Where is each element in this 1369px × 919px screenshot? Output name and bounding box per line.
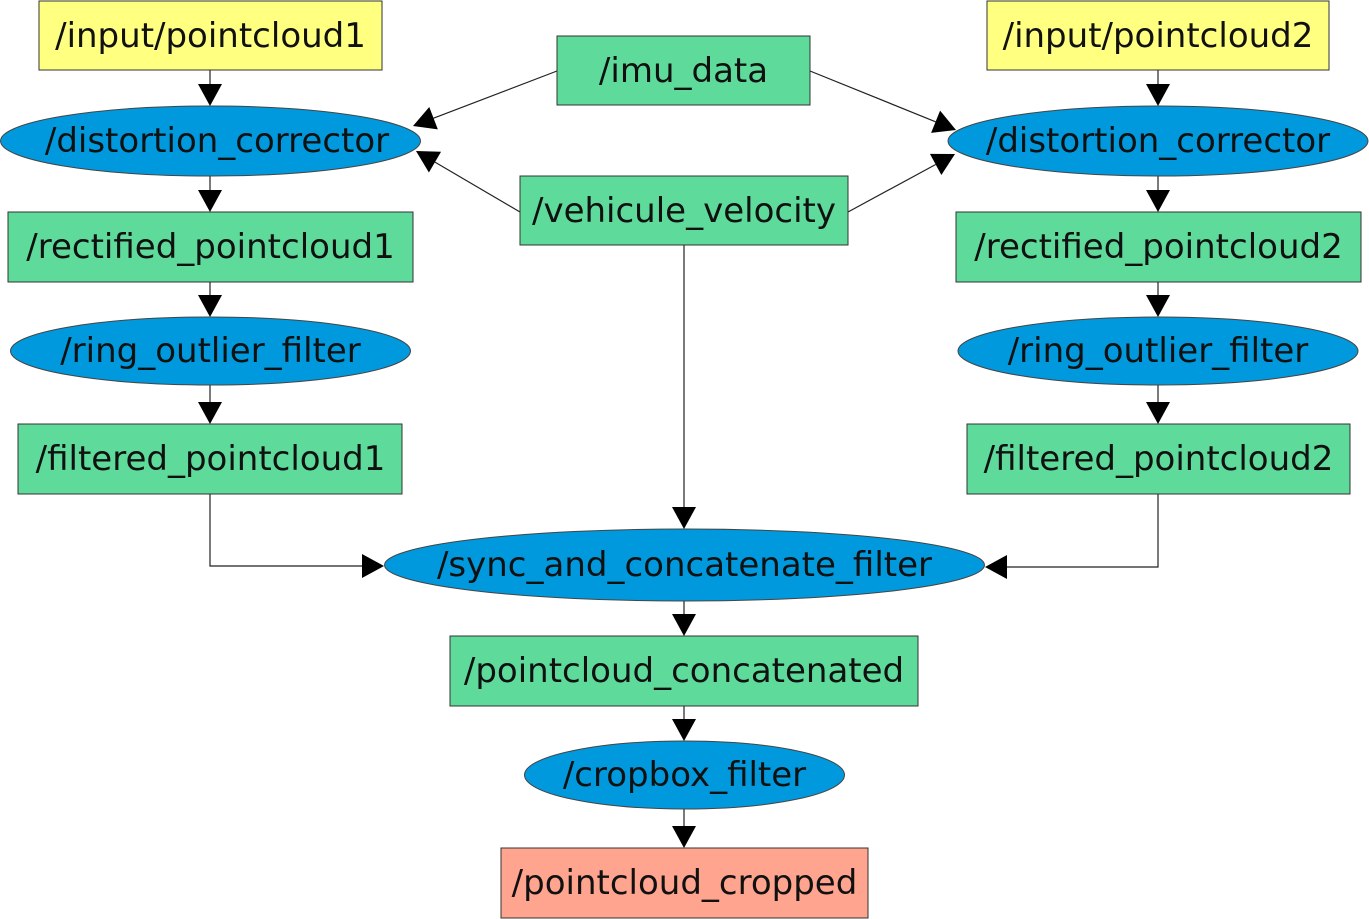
node-label: /sync_and_concatenate_filter: [437, 545, 932, 585]
arrowhead-icon: [672, 614, 696, 636]
arrowhead-icon: [416, 151, 442, 173]
arrowhead-icon: [931, 110, 956, 133]
node-label: /filtered_pointcloud2: [984, 439, 1334, 479]
node-label: /pointcloud_concatenated: [464, 651, 904, 691]
node-label: /imu_data: [599, 51, 768, 91]
arrowhead-icon: [1146, 295, 1170, 317]
arrowhead-icon: [198, 295, 222, 317]
node-filtered-pointcloud2: /filtered_pointcloud2: [966, 423, 1351, 495]
arrowhead-icon: [672, 719, 696, 741]
node-pointcloud-cropped: /pointcloud_cropped: [500, 847, 869, 919]
node-imu-data: /imu_data: [556, 35, 811, 106]
node-label: /rectified_pointcloud1: [26, 227, 394, 267]
node-distortion-corrector-1: /distortion_corrector: [0, 105, 421, 177]
node-input-pointcloud2: /input/pointcloud2: [986, 0, 1330, 71]
edge-filtered_pc1-to-sync_concat: [209, 494, 384, 578]
node-label: /pointcloud_cropped: [512, 863, 858, 903]
edge-filtered_pc2-to-sync_concat: [985, 494, 1159, 579]
node-rectified-pointcloud2: /rectified_pointcloud2: [955, 211, 1362, 283]
node-label: /cropbox_filter: [563, 755, 806, 795]
edge-line: [209, 494, 362, 567]
arrowhead-icon: [362, 554, 384, 578]
edge-ring_outlier_2-to-filtered_pc2: [1146, 385, 1170, 424]
arrowhead-icon: [1146, 402, 1170, 424]
node-label: /input/pointcloud2: [1003, 16, 1314, 56]
node-rectified-pointcloud1: /rectified_pointcloud1: [7, 211, 414, 283]
edge-line: [809, 70, 936, 123]
arrowhead-icon: [198, 84, 222, 106]
edge-line: [433, 70, 558, 119]
node-label: /distortion_corrector: [986, 121, 1330, 161]
node-pointcloud-concatenated: /pointcloud_concatenated: [449, 635, 919, 707]
edge-vehicle_velocity-to-sync_concat: [672, 245, 696, 529]
edge-imu_data-to-distortion_corrector_2: [809, 70, 956, 133]
arrowhead-icon: [1146, 84, 1170, 106]
edge-rectified_pc2-to-ring_outlier_2: [1146, 282, 1170, 317]
node-distortion-corrector-2: /distortion_corrector: [947, 105, 1369, 177]
edge-vehicle_velocity-to-distortion_corrector_2: [847, 153, 955, 213]
node-ring-outlier-filter-1: /ring_outlier_filter: [10, 316, 411, 386]
edge-ring_outlier_1-to-filtered_pc1: [198, 385, 222, 424]
node-label: /ring_outlier_filter: [60, 331, 361, 371]
edge-distortion_corrector_2-to-rectified_pc2: [1146, 176, 1170, 212]
arrowhead-icon: [1146, 190, 1170, 212]
node-label: /input/pointcloud1: [55, 16, 366, 56]
node-ring-outlier-filter-2: /ring_outlier_filter: [957, 316, 1359, 386]
edge-line: [1007, 494, 1159, 568]
edge-pc_concatenated-to-cropbox: [672, 706, 696, 741]
edge-vehicle_velocity-to-distortion_corrector_1: [416, 151, 521, 213]
node-label: /distortion_corrector: [45, 121, 389, 161]
edge-cropbox-to-pc_cropped: [672, 809, 696, 848]
node-cropbox-filter: /cropbox_filter: [524, 740, 845, 810]
edges-layer: [198, 70, 1170, 848]
node-label: /rectified_pointcloud2: [974, 227, 1342, 267]
edge-line: [847, 163, 936, 213]
edge-input_pc1-to-distortion_corrector_1: [198, 70, 222, 106]
arrowhead-icon: [929, 153, 955, 176]
node-input-pointcloud1: /input/pointcloud1: [38, 0, 383, 71]
arrowhead-icon: [413, 106, 438, 130]
edge-input_pc2-to-distortion_corrector_2: [1146, 70, 1170, 106]
node-label: /vehicule_velocity: [532, 191, 836, 231]
node-filtered-pointcloud1: /filtered_pointcloud1: [17, 423, 403, 495]
edge-sync_concat-to-pc_concatenated: [672, 601, 696, 636]
node-label: /ring_outlier_filter: [1008, 331, 1309, 371]
edge-imu_data-to-distortion_corrector_1: [413, 70, 558, 130]
edge-rectified_pc1-to-ring_outlier_1: [198, 282, 222, 317]
edge-distortion_corrector_1-to-rectified_pc1: [198, 176, 222, 212]
arrowhead-icon: [985, 555, 1007, 579]
arrowhead-icon: [672, 826, 696, 848]
arrowhead-icon: [198, 190, 222, 212]
node-label: /filtered_pointcloud1: [36, 439, 386, 479]
arrowhead-icon: [198, 402, 222, 424]
node-sync-and-concatenate-filter: /sync_and_concatenate_filter: [384, 528, 985, 602]
edge-line: [434, 161, 521, 213]
arrowhead-icon: [672, 507, 696, 529]
node-vehicule-velocity: /vehicule_velocity: [519, 175, 849, 246]
